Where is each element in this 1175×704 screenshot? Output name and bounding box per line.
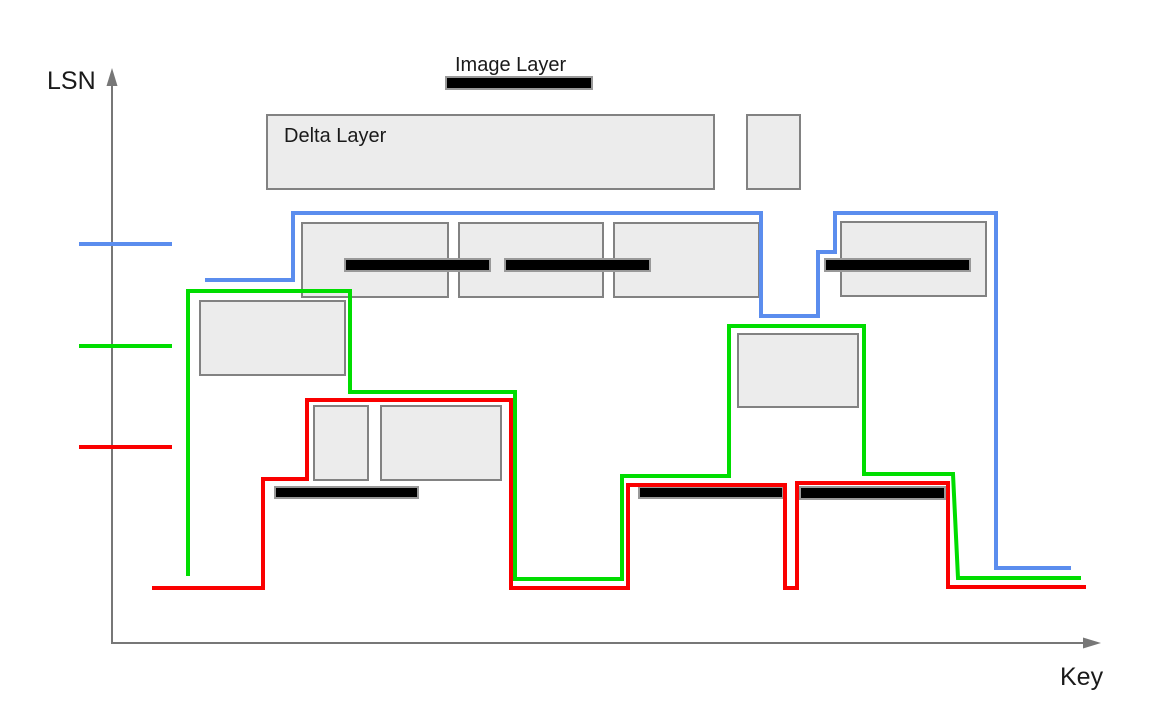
image-file-bar [504,258,651,272]
key-axis-arrow-icon [1083,637,1101,649]
delta-layer-box-small [746,114,801,190]
image-file-bar [824,258,971,272]
delta-file-box [380,405,502,481]
lsn-axis-arrow-icon [106,68,118,86]
green-lsn-line [186,289,1081,581]
image-file-bar [445,76,593,90]
red-lsn-line [152,398,1086,590]
delta-layer-label: Delta Layer [284,125,387,147]
lsn-axis-label: LSN [47,67,96,95]
image-file-bar [344,258,491,272]
lsn-axis [106,68,118,643]
key-axis [111,637,1101,649]
image-file-bar [638,486,784,499]
key-axis-label: Key [1060,663,1104,691]
delta-layer-box [266,114,715,190]
image-file-bar [274,486,419,499]
delta-layer-boxes [199,114,987,481]
delta-file-box [199,300,346,376]
image-layer-label: Image Layer [455,54,567,76]
image-file-bar [799,486,946,500]
delta-file-box [737,333,859,408]
delta-file-box [313,405,369,481]
image-layer-bars [274,76,971,500]
blue-lsn-line [205,211,1071,570]
